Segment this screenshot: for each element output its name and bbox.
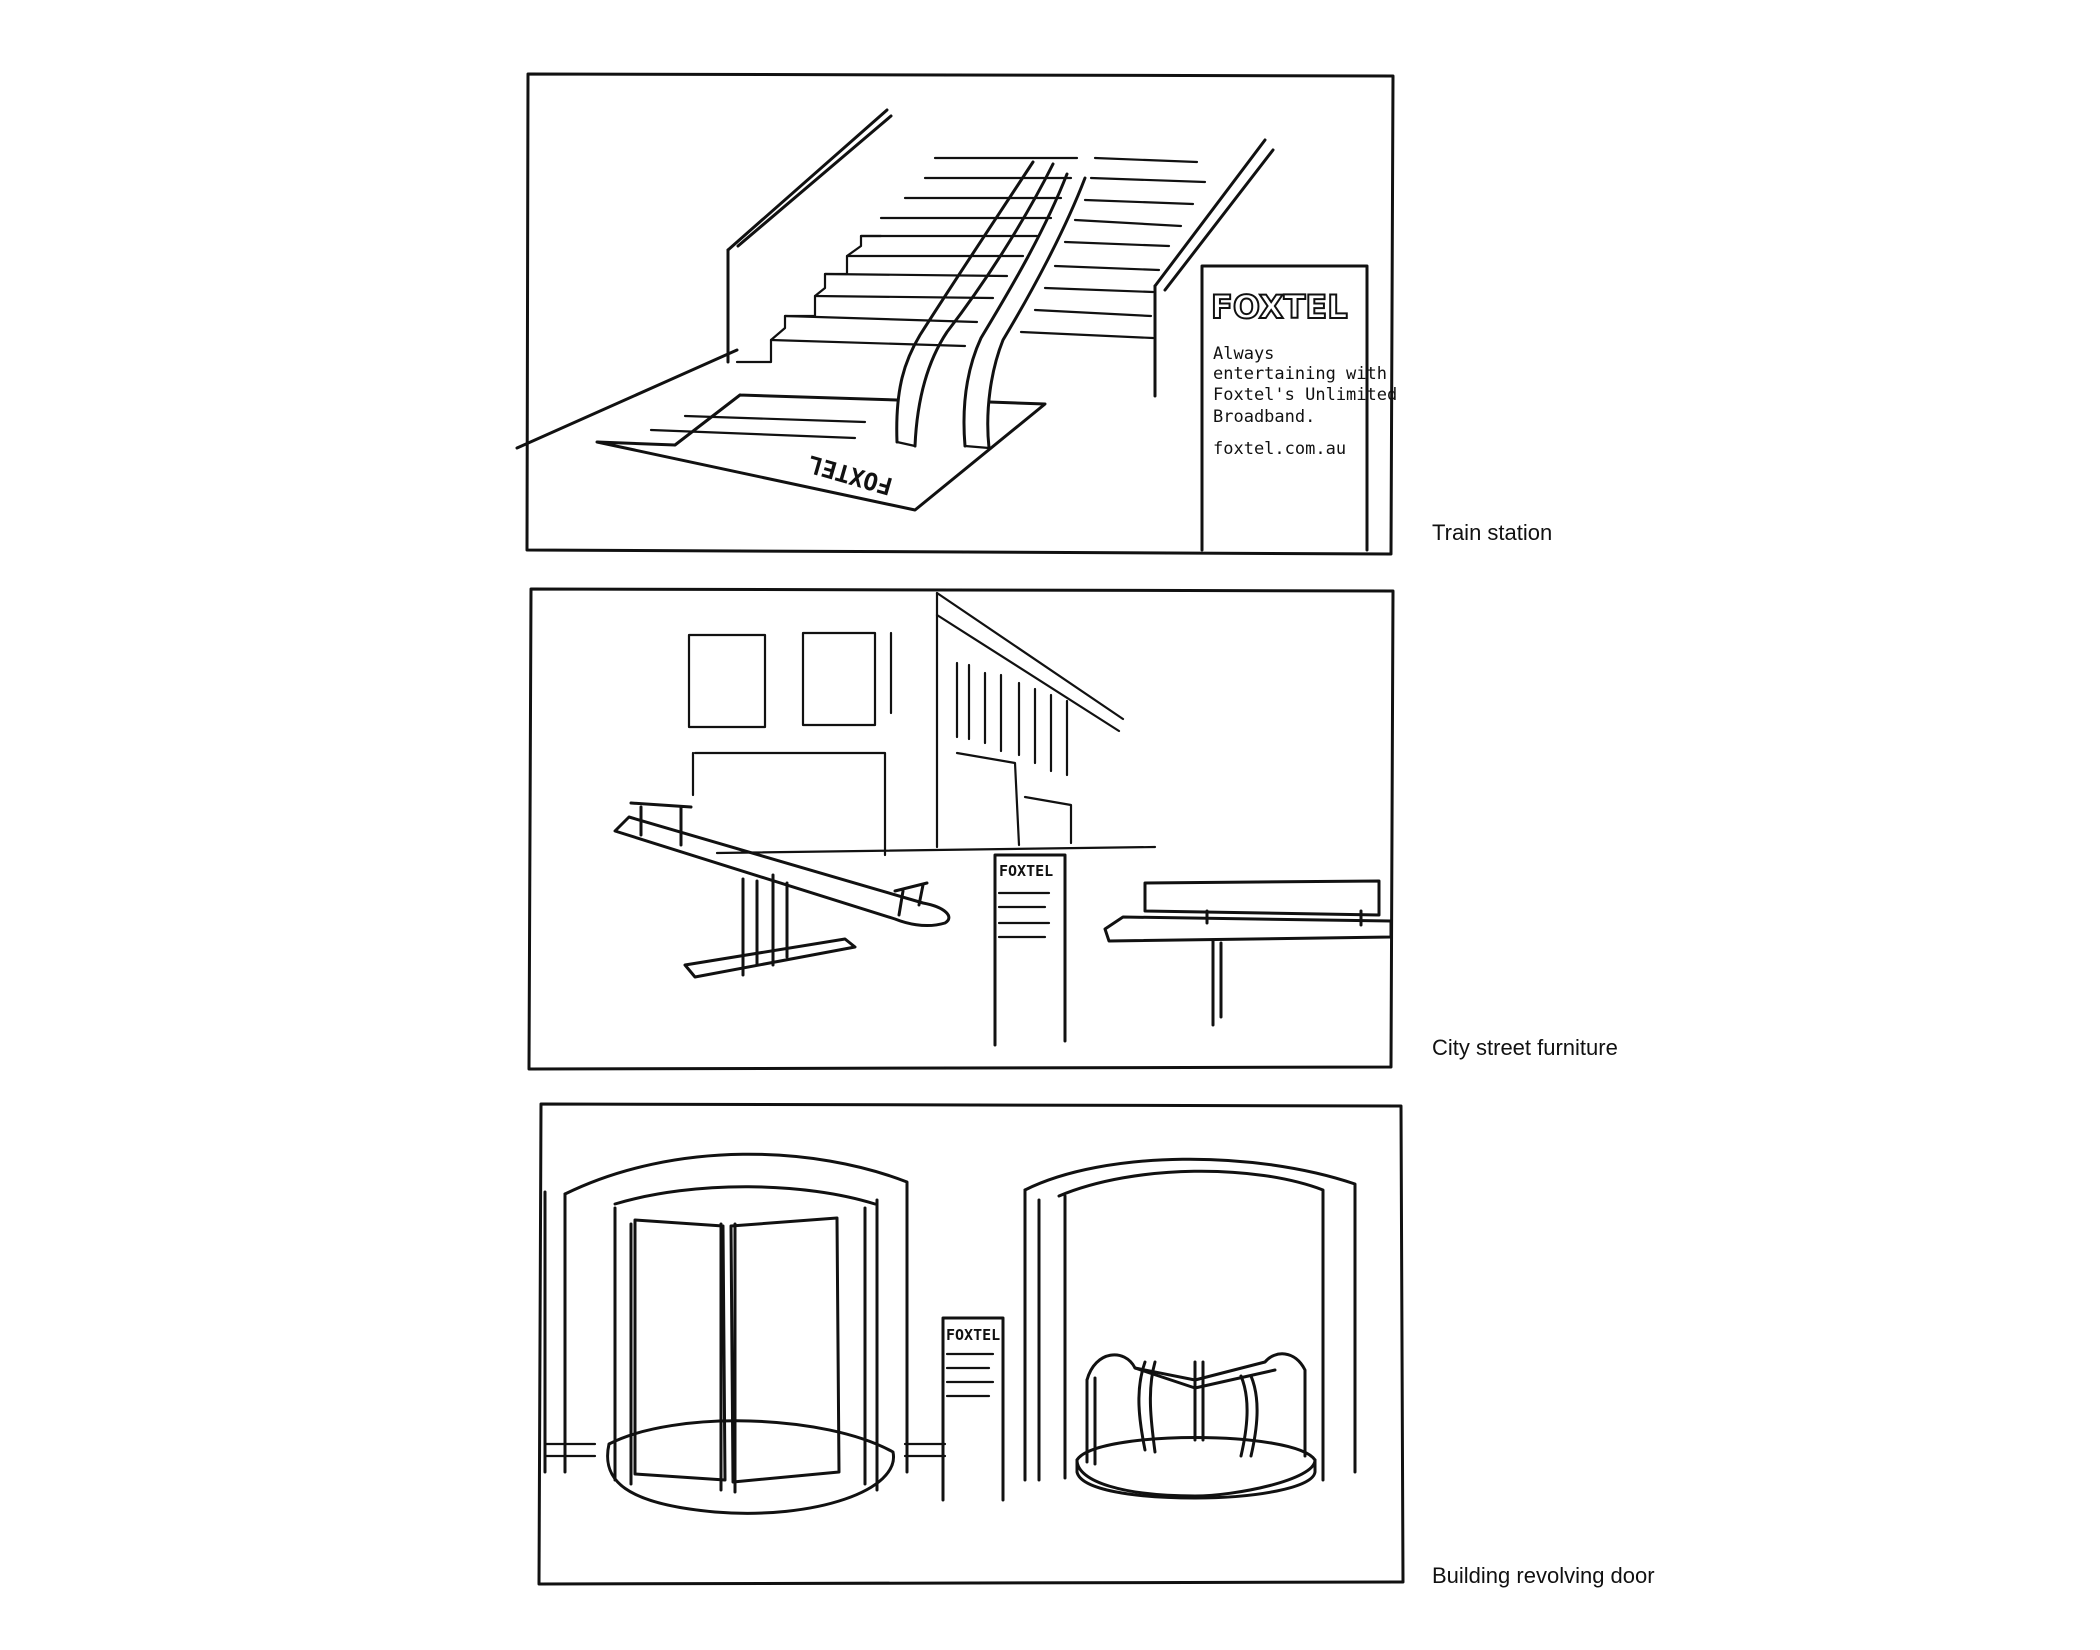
door-panel-right [729, 1216, 841, 1484]
poster-line-2: entertaining with [1213, 364, 1387, 384]
left-door-canopy [613, 1185, 877, 1206]
floor-brand: FOXTEL [805, 449, 896, 500]
panel-frame [537, 1102, 1405, 1586]
decal-line [683, 414, 867, 424]
archway-inner [1057, 1169, 1325, 1482]
panel-frame [527, 587, 1395, 1071]
city-street-sketch: FOXTEL [527, 587, 1395, 1071]
wall-skirting [903, 1442, 947, 1458]
step-line [1089, 176, 1207, 184]
wall-line [515, 348, 739, 450]
merry-go-round-base [1075, 1436, 1317, 1498]
archway-left [1023, 1188, 1041, 1482]
foxtel-sign [941, 1316, 1005, 1502]
step-line [1073, 218, 1183, 228]
caption-city-street-furniture: City street furniture [1432, 1035, 1618, 1060]
kerb-line [715, 845, 1157, 855]
panel-building-revolving-door: FOXTEL [535, 1100, 1405, 1586]
merry-go-round-bar [1239, 1374, 1259, 1458]
left-door-jamb [613, 1206, 633, 1486]
slide-left-edge [895, 160, 1035, 444]
seesaw-beam [613, 815, 951, 927]
sign-brand: FOXTEL [946, 1326, 1000, 1344]
step-line [1083, 198, 1195, 206]
left-handrail-inner [736, 114, 893, 248]
left-door-arch [563, 1152, 909, 1474]
side-building-roof [935, 613, 1121, 733]
slide-end [895, 440, 991, 450]
panel-train-station: FOXTEL FOXTEL Always entertaining with F… [515, 70, 1397, 556]
seesaw-handle-right [893, 881, 929, 917]
seesaw-stand [741, 873, 789, 977]
side-building-windows [955, 661, 1069, 777]
poster-line-5: foxtel.com.au [1213, 439, 1346, 459]
merry-go-round-hub [1133, 1366, 1277, 1390]
step-line [769, 338, 967, 348]
poster-line-3: Foxtel's Unlimited [1213, 385, 1397, 405]
sign-brand: FOXTEL [999, 862, 1053, 880]
step-profile [735, 234, 883, 364]
bench-seat [1103, 915, 1393, 943]
building-storefront [693, 751, 887, 857]
merry-go-round-pole [1193, 1360, 1205, 1442]
step-line [1033, 308, 1153, 318]
sign-text-lines [945, 1352, 995, 1398]
floor-decal [595, 393, 1047, 512]
caption-building-revolving-door: Building revolving door [1432, 1563, 1655, 1588]
decal-line [649, 428, 857, 440]
merry-go-round-bar-left [1085, 1376, 1097, 1466]
panel-city-street-furniture: FOXTEL [525, 585, 1395, 1071]
step-line [813, 294, 995, 300]
side-building-roof [935, 591, 1125, 721]
right-handrail [1153, 138, 1267, 288]
door-floor-ring [606, 1419, 895, 1515]
right-door-jamb [863, 1198, 879, 1492]
seesaw-handle-left [629, 801, 693, 847]
step-line [823, 272, 1009, 278]
merry-go-round-bars [1085, 1352, 1307, 1458]
building-window [687, 633, 767, 729]
step-line [1063, 240, 1171, 248]
wall-skirting [543, 1442, 597, 1458]
building-window [801, 631, 877, 727]
revolving-door-sketch: FOXTEL [537, 1102, 1405, 1586]
archway [1023, 1157, 1357, 1474]
door-pivot [719, 1222, 737, 1494]
step-line [783, 314, 979, 324]
caption-train-station: Train station [1432, 520, 1553, 545]
bench-legs [1205, 909, 1363, 1027]
side-building-doors [955, 751, 1073, 847]
step-line [1093, 156, 1199, 164]
foxtel-sign [993, 853, 1067, 1047]
step-line [1053, 264, 1161, 272]
right-handrail-inner [1163, 148, 1275, 292]
seesaw-base [683, 937, 857, 979]
slide-right-edge [962, 172, 1069, 448]
bench-backrest [1143, 879, 1381, 917]
sign-text-lines [997, 891, 1051, 939]
merry-go-round-rim [1075, 1458, 1317, 1500]
poster-brand: FOXTEL [1211, 288, 1348, 326]
poster-line-1: Always [1213, 344, 1274, 364]
step-line [1043, 286, 1155, 294]
left-handrail [726, 108, 889, 252]
slide-inner-edge [913, 162, 1055, 448]
slide-outer-edge [986, 176, 1087, 450]
foxtel-poster [1200, 264, 1369, 552]
door-panel-left [633, 1218, 727, 1482]
poster-line-4: Broadband. [1213, 407, 1315, 427]
panel-frame [525, 72, 1395, 556]
step-line [1019, 330, 1155, 340]
train-station-sketch: FOXTEL FOXTEL Always entertaining with F… [515, 72, 1397, 556]
